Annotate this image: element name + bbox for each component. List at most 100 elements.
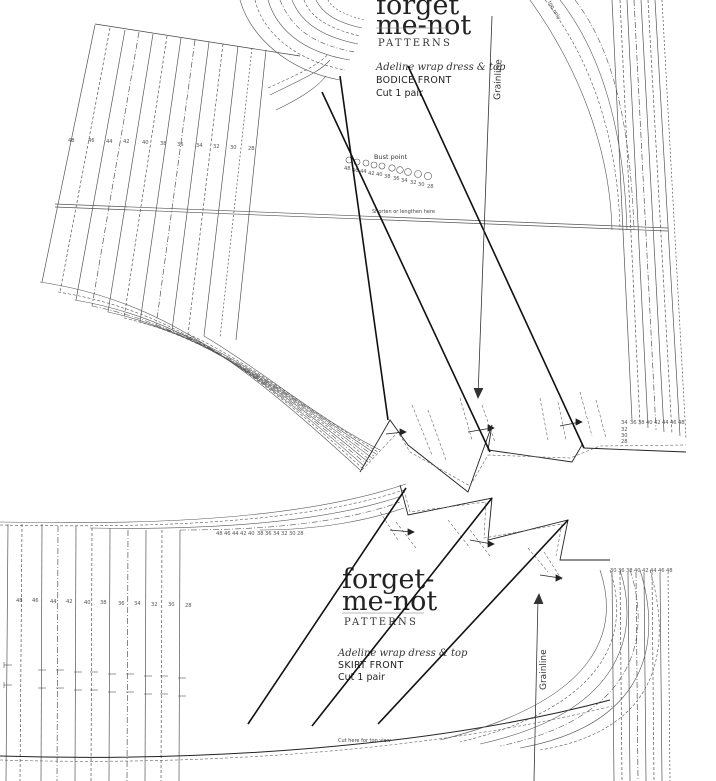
skirt-top-curves <box>0 483 407 531</box>
size-label: 38 <box>100 600 107 606</box>
size-label: 30 <box>289 531 296 537</box>
bodice-arrows <box>385 418 583 436</box>
bodice-piece-name: BODICE FRONT <box>376 75 452 86</box>
bodice-grainline <box>473 15 493 399</box>
skirt-top-size-labels: 48 46 44 42 40 38 36 34 32 30 28 <box>216 531 304 537</box>
size-label: 30 <box>621 433 628 439</box>
size-label: 32 <box>281 531 288 537</box>
skirt-grainline <box>533 593 544 781</box>
bust-size-labels: 48 46 44 42 40 38 36 34 32 30 28 <box>344 166 434 190</box>
size-label: 48 <box>344 166 351 172</box>
bodice-right-size-labels: 34 36 38 40 42 44 46 48 32 30 28 <box>621 420 685 445</box>
skirt-right-size-labels: 30 36 38 40 42 44 46 48 <box>610 568 673 574</box>
size-label: 34 <box>621 420 628 426</box>
size-label: 34 <box>134 601 141 607</box>
size-label: 38 <box>626 568 633 574</box>
skirt-dart-lines <box>379 511 563 581</box>
size-label: 42 <box>66 599 73 605</box>
skirt-waist-dashed <box>403 489 563 557</box>
bodice-lengthen-line <box>54 203 669 232</box>
size-label: 38 <box>257 531 264 537</box>
size-label: 46 <box>224 531 231 537</box>
skirt-logo: forget- me-not PATTERNS <box>342 564 437 628</box>
bodice-neckline-curves <box>239 0 365 81</box>
bodice-cut-instruction: Cut 1 pair <box>376 88 423 99</box>
size-label: 36 <box>118 601 125 607</box>
size-label: 44 <box>360 169 367 175</box>
size-label: 46 <box>352 168 359 174</box>
skirt-grainline-label: Grainline <box>539 649 549 690</box>
size-label: 34 <box>196 143 203 149</box>
size-label: 28 <box>621 439 628 445</box>
size-label: 34 <box>273 531 280 537</box>
bust-point-label: Bust point <box>374 153 408 161</box>
size-label: 36 <box>630 420 637 426</box>
size-label: 38 <box>160 141 167 147</box>
skirt-pattern-name: Adeline wrap dress & top <box>337 648 468 659</box>
skirt-right-size-lines <box>611 571 671 781</box>
size-label: 44 <box>106 139 113 145</box>
size-label: 48 <box>678 420 685 426</box>
size-label: 44 <box>232 531 239 537</box>
size-label: 46 <box>658 568 665 574</box>
size-label: 36 <box>265 531 272 537</box>
size-label: 38 <box>638 420 645 426</box>
bodice-side-curves <box>39 281 381 471</box>
bodice-pattern-name: Adeline wrap dress & top <box>375 62 506 73</box>
bodice-right-size-lines <box>611 0 687 439</box>
size-label: 30 <box>168 602 175 608</box>
size-label: 38 <box>384 174 391 180</box>
skirt-left-size-labels: 48 46 44 42 40 38 36 34 32 30 28 <box>16 598 192 609</box>
size-label: 40 <box>646 420 653 426</box>
size-label: 42 <box>368 171 375 177</box>
size-label: 32 <box>410 180 417 186</box>
size-label: 40 <box>634 568 641 574</box>
bodice-left-size-labels: 48 46 44 42 40 38 36 34 32 30 28 <box>68 138 255 152</box>
logo-line-2: me-not <box>376 10 471 41</box>
bodice-dart-lines <box>411 391 607 461</box>
bodice-left-size-lines <box>41 24 267 341</box>
bodice-logo: forget me-not PATTERNS <box>376 0 471 49</box>
size-label: 40 <box>376 172 383 178</box>
size-label: 48 <box>666 568 673 574</box>
size-label: 42 <box>123 139 130 145</box>
size-label: 48 <box>68 138 75 144</box>
size-label: 28 <box>297 531 304 537</box>
size-label: 44 <box>662 420 669 426</box>
size-label: 30 <box>418 182 425 188</box>
skirt-left-size-lines <box>5 523 181 781</box>
size-label: 40 <box>248 531 255 537</box>
bodice-top-edge <box>94 23 301 57</box>
skirt-cut-instruction: Cut 1 pair <box>338 672 385 683</box>
skirt-waist-outline <box>399 484 610 561</box>
size-label: 30 <box>610 568 617 574</box>
size-label: 46 <box>670 420 677 426</box>
skirt-piece-name: SKIRT FRONT <box>338 660 404 671</box>
logo-line-2: me-not <box>342 586 437 617</box>
size-label: 28 <box>248 146 255 152</box>
size-label: 48 <box>216 531 223 537</box>
logo-subtitle: PATTERNS <box>378 38 452 49</box>
size-label: 36 <box>177 142 184 148</box>
size-label: 32 <box>151 602 158 608</box>
bodice-dart-diagonals <box>321 65 585 453</box>
size-label: 44 <box>650 568 657 574</box>
skirt-hem-dashed <box>0 705 613 762</box>
size-label: 42 <box>642 568 649 574</box>
logo-line-1: forget <box>376 0 459 21</box>
bodice-armhole-marks <box>267 53 331 111</box>
size-label: 46 <box>88 138 95 144</box>
size-label: 30 <box>230 145 237 151</box>
size-label: 32 <box>621 427 628 433</box>
skirt-arrows <box>389 528 563 582</box>
size-label: 34 <box>401 178 408 184</box>
size-label: 28 <box>185 603 192 609</box>
skirt-front-piece: 48 46 44 42 40 38 36 34 32 30 28 48 46 4… <box>0 483 673 781</box>
skirt-hem <box>0 699 611 758</box>
skirt-notch-ticks <box>3 662 186 697</box>
bodice-front-piece: Shorten or lengthen here 48 46 44 42 40 … <box>39 0 687 493</box>
logo-subtitle: PATTERNS <box>344 617 418 628</box>
cut-here-label: Cut here for top view <box>338 738 391 744</box>
size-label: 36 <box>393 176 400 182</box>
